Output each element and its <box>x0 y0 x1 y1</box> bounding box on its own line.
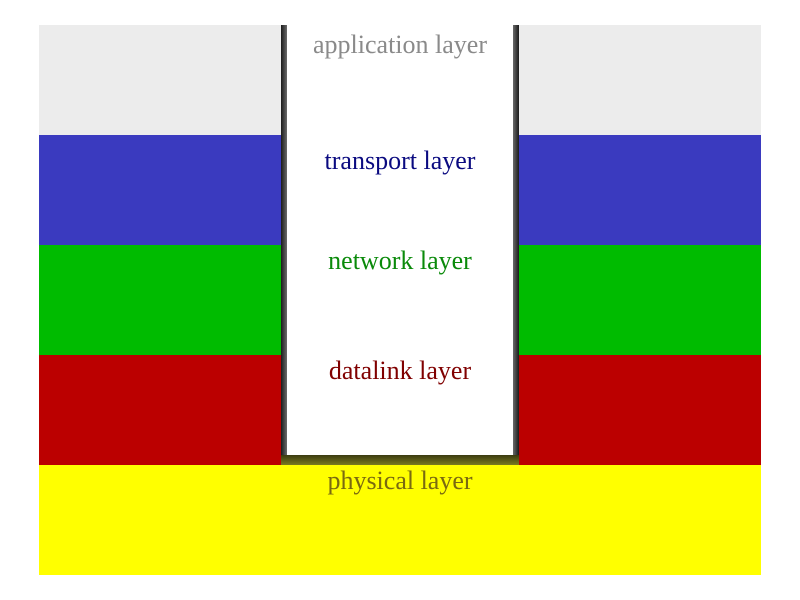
transport-layer-left-block <box>39 135 281 245</box>
application-layer-label: application layer <box>313 30 487 59</box>
datalink-layer-right-block <box>519 355 761 465</box>
datalink-layer-left-block <box>39 355 281 465</box>
application-layer-right-block <box>519 25 761 135</box>
network-layer-right-block <box>519 245 761 355</box>
datalink-layer-label: datalink layer <box>328 356 472 385</box>
slot-right-edge <box>513 25 519 465</box>
physical-layer-label: physical layer <box>327 466 473 495</box>
slot-floor <box>281 455 519 465</box>
network-layer-left-block <box>39 245 281 355</box>
physical-layer-block <box>39 465 761 575</box>
slot-left-edge <box>281 25 287 465</box>
transport-layer-label: transport layer <box>324 146 476 175</box>
application-layer-left-block <box>39 25 281 135</box>
transport-layer-right-block <box>519 135 761 245</box>
network-layer-label: network layer <box>328 246 472 275</box>
